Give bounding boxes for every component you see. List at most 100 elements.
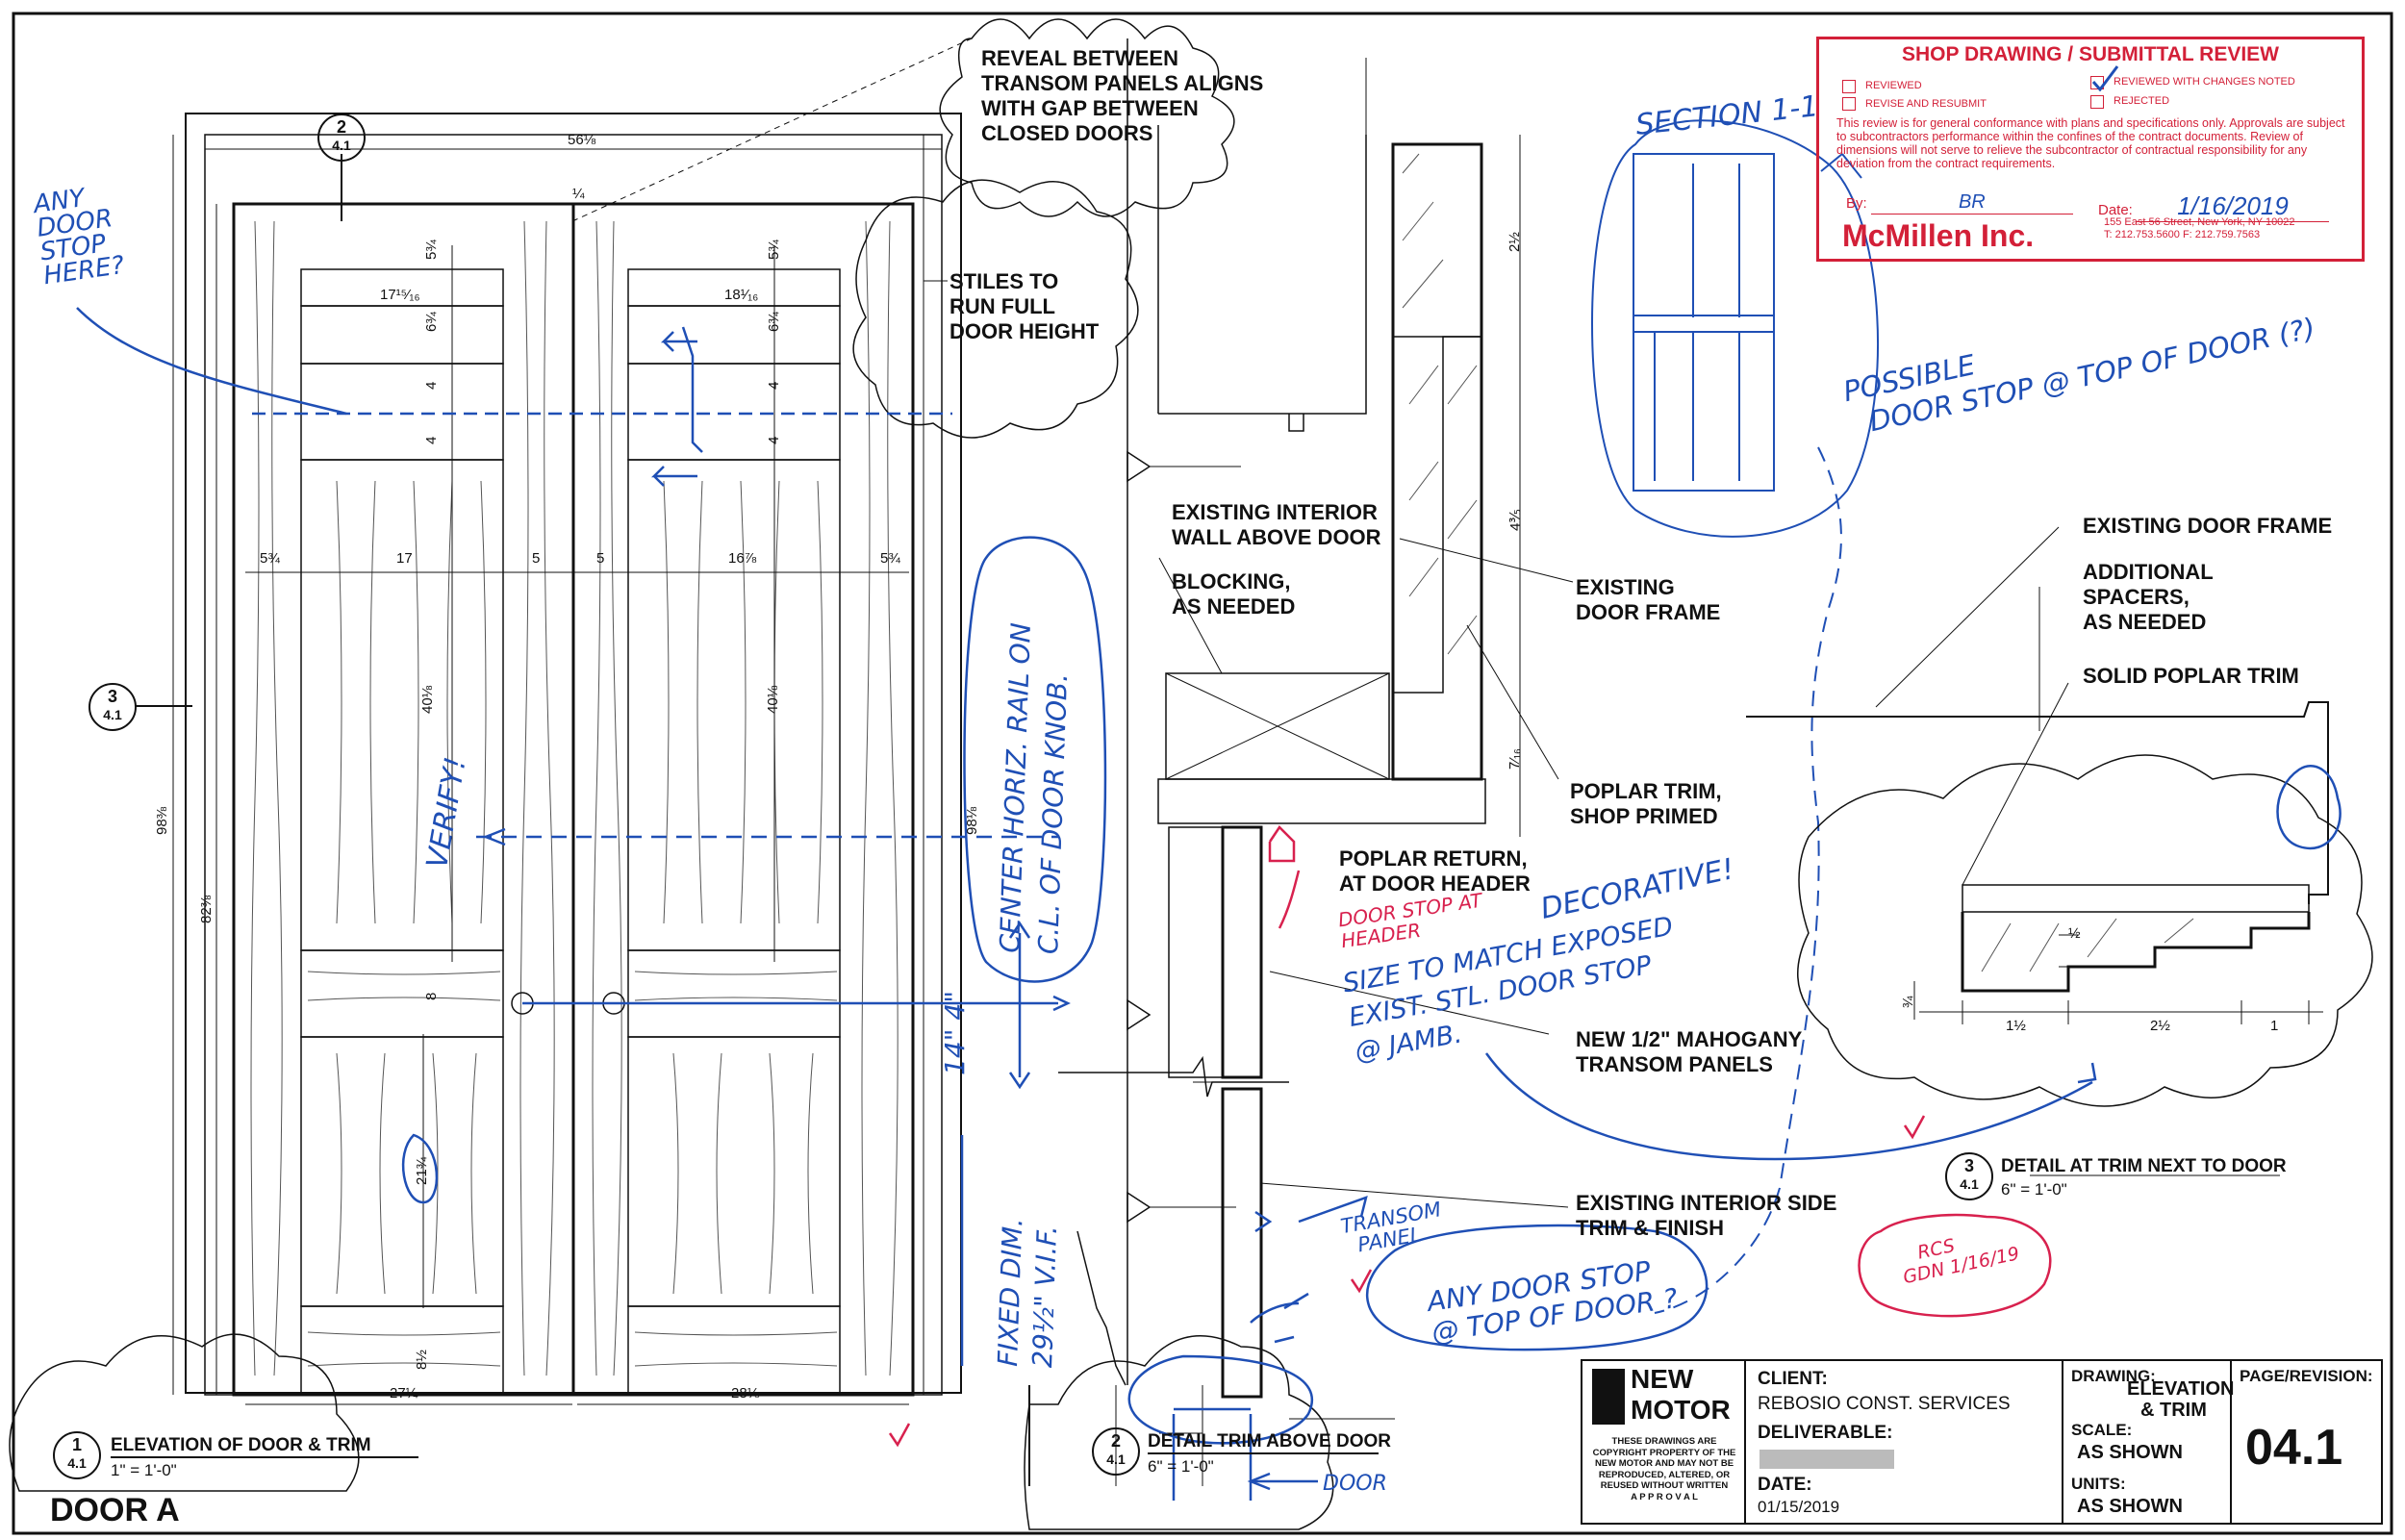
detail-number: 2	[1110, 1431, 1121, 1451]
marker-number: 3	[107, 687, 117, 706]
opt-rejected: REJECTED	[2114, 95, 2170, 107]
dim-left-panel-w: 17¹⁵⁄₁₆	[380, 287, 420, 303]
dim-stile-5b: 5	[596, 550, 605, 567]
dim-stile-right: 5¾	[880, 550, 900, 567]
dim-overall-h-right: 98⅛	[964, 806, 980, 835]
deliverable-label: DELIVERABLE:	[1758, 1423, 1893, 1443]
checkbox-revise[interactable]	[1842, 97, 1856, 111]
hand-door: DOOR	[1323, 1472, 1387, 1496]
review-stamp: SHOP DRAWING / SUBMITTAL REVIEW REVIEWED…	[1816, 37, 2365, 262]
check-mark-icon	[2091, 65, 2119, 91]
checkbox-rejected[interactable]	[2090, 95, 2104, 109]
dim-mid-panel-right: 40⅛	[765, 685, 781, 714]
page-label: PAGE/REVISION:	[2240, 1367, 2373, 1385]
dim-rail-4c: 4	[766, 381, 782, 390]
dim-bottom-rail: 8½	[414, 1350, 430, 1370]
dim-top-rail-right: 5¾	[766, 240, 782, 260]
client-label: CLIENT:	[1758, 1369, 1828, 1389]
dim-d3: 1	[2270, 1018, 2279, 1034]
detail-sheet: 4.1	[1106, 1452, 1126, 1467]
hand-dim-14: 14" 4"	[939, 990, 971, 1075]
door-title: DOOR A	[50, 1492, 180, 1528]
date-label: DATE:	[1758, 1475, 1812, 1495]
note-blocking: BLOCKING,AS NEEDED	[1172, 569, 1296, 619]
dim-header-h: 2½	[1506, 232, 1523, 252]
detail-title: ELEVATION OF DOOR & TRIM	[111, 1435, 371, 1455]
detail-sheet: 4.1	[67, 1455, 87, 1471]
stamp-by-value: BR	[1870, 191, 2073, 215]
page-value: 04.1	[2245, 1420, 2343, 1476]
dim-panel-h-left: 6¾	[423, 312, 440, 332]
detail-circle	[1945, 1152, 1993, 1200]
door-elevation	[135, 38, 1030, 1486]
opt-reviewed: REVIEWED	[1865, 80, 1922, 91]
stamp-company: McMillen Inc.	[1842, 218, 2035, 253]
detail-scale: 6" = 1'-0"	[2001, 1180, 2067, 1199]
dim-stile-left: 5¾	[260, 550, 280, 567]
dim-bottom-w-right: 28⅛	[731, 1385, 760, 1401]
dim-header-gap: 4⅗	[1507, 509, 1524, 531]
detail-number: 3	[1963, 1156, 1974, 1175]
scale-value: AS SHOWN	[2077, 1442, 2183, 1463]
client-value: REBOSIO CONST. SERVICES	[1758, 1394, 2011, 1414]
hand-fixed-dim: FIXED DIM.29½" V.I.F.	[991, 1217, 1064, 1369]
trim-above-section	[1058, 38, 1574, 1486]
dim-lock-rail: 8	[423, 992, 440, 1000]
dim-top-rail-left: 5¾	[423, 240, 440, 260]
revision-clouds	[9, 18, 2373, 1530]
logo-mark	[1592, 1369, 1625, 1425]
dim-d5: ¾	[1900, 996, 1916, 1008]
dim-panel-17: 17	[396, 550, 413, 567]
dim-mid-panel-left: 40⅛	[419, 685, 436, 714]
stamp-date: Date: 1/16/2019	[2098, 191, 2330, 222]
dim-overall-h-left: 98⅜	[154, 806, 170, 835]
tb-client-cell: CLIENT: REBOSIO CONST. SERVICES DELIVERA…	[1746, 1361, 2063, 1523]
red-markup-lines	[888, 825, 2052, 1448]
note-poplar-return: POPLAR RETURN,AT DOOR HEADER	[1339, 846, 1531, 896]
dim-top-gap: ¼	[572, 186, 585, 202]
dim-rail-4d: 4	[766, 436, 782, 444]
detail-title: DETAIL TRIM ABOVE DOOR	[1148, 1431, 1391, 1452]
dim-rail-4a: 4	[423, 381, 440, 390]
tb-drawing-cell: DRAWING: ELEVATION& TRIM SCALE: AS SHOWN…	[2063, 1361, 2235, 1523]
detail-number: 1	[71, 1435, 82, 1454]
units-label: UNITS:	[2071, 1475, 2126, 1493]
drawing-value: ELEVATION& TRIM	[2127, 1378, 2235, 1421]
stamp-disclaimer: This review is for general conformance w…	[1836, 116, 2345, 170]
marker-sheet: 4.1	[332, 138, 351, 153]
section-1-1-sketch	[1591, 119, 1879, 1314]
dim-d1: 1½	[2006, 1018, 2026, 1034]
dim-d2: 2½	[2150, 1018, 2170, 1034]
marker-sheet: 4.1	[103, 707, 122, 722]
opt-revise: REVISE AND RESUBMIT	[1865, 98, 1987, 110]
detail-circle	[53, 1431, 101, 1479]
detail-title: DETAIL AT TRIM NEXT TO DOOR	[2001, 1156, 2287, 1176]
stamp-title: SHOP DRAWING / SUBMITTAL REVIEW	[1901, 43, 2280, 65]
logo-word-new: NEW	[1631, 1364, 1694, 1394]
tb-page-cell: PAGE/REVISION: 04.1	[2232, 1361, 2381, 1523]
note-poplar-trim: POPLAR TRIM,SHOP PRIMED	[1570, 779, 1722, 828]
sheet-border	[12, 12, 2393, 1535]
stamp-by: By: BR	[1846, 191, 2073, 215]
note-existing-frame-right: EXISTING DOOR FRAME	[2083, 514, 2333, 538]
marker-circle	[89, 683, 137, 731]
checkbox-reviewed[interactable]	[1842, 80, 1856, 93]
trim-next-section	[1746, 526, 2329, 1176]
dim-overall-width: 56⅛	[568, 132, 596, 148]
dim-right-panel-w: 18¹⁄₁₆	[724, 287, 759, 303]
units-value: AS SHOWN	[2077, 1496, 2183, 1517]
dim-panel-18: 16⅞	[728, 550, 757, 567]
